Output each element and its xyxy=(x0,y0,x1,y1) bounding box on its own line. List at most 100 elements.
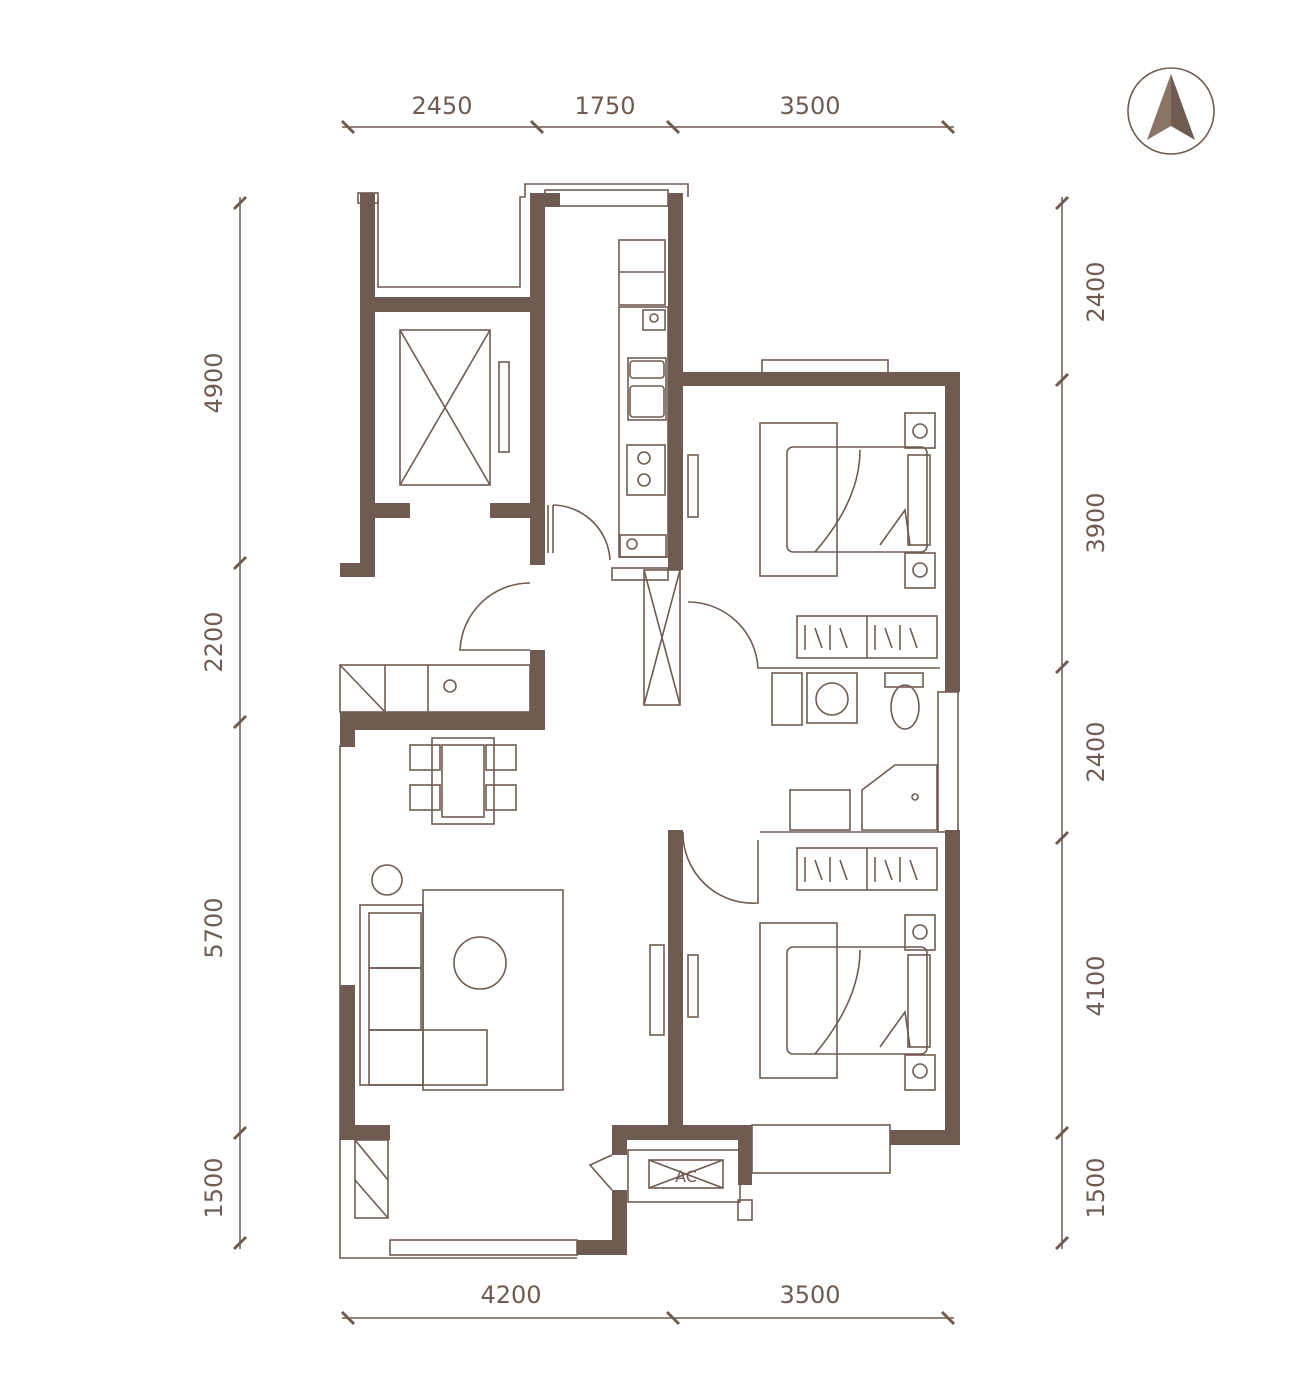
dim-label: 4200 xyxy=(480,1281,541,1309)
hangers xyxy=(804,857,918,882)
dining-area xyxy=(339,664,531,825)
sink-icon xyxy=(789,789,851,831)
stove-icon xyxy=(626,444,666,496)
wall xyxy=(668,830,683,1125)
dim-tick xyxy=(340,119,356,135)
chair xyxy=(409,784,441,811)
balcony-outline xyxy=(377,183,689,288)
wall xyxy=(340,712,355,747)
balcony-door xyxy=(588,1154,613,1191)
rug xyxy=(422,889,564,1091)
wall xyxy=(360,193,375,577)
dining-table xyxy=(431,737,495,825)
dim-tick xyxy=(232,1235,248,1251)
nightstand xyxy=(904,914,936,951)
pillow xyxy=(907,954,931,1048)
entry xyxy=(459,567,681,706)
shower-drain xyxy=(911,793,919,801)
dim-label: 2400 xyxy=(1082,721,1110,782)
tv-cabinet xyxy=(687,954,699,1018)
tv-cabinet xyxy=(649,944,665,1036)
dim-tick xyxy=(1054,372,1070,388)
dimension-top: 2450 1750 3500 xyxy=(340,92,956,135)
cabinet-diagonal xyxy=(339,664,386,713)
wall xyxy=(360,297,545,312)
chair xyxy=(485,784,517,811)
elevator-cross xyxy=(399,329,491,486)
compass-arrow-left xyxy=(1147,74,1171,140)
nightstand xyxy=(904,412,936,449)
wall xyxy=(945,372,960,692)
dim-tick xyxy=(232,714,248,730)
chair xyxy=(409,744,441,771)
lamp-icon xyxy=(912,924,928,940)
dim-label: 2450 xyxy=(411,92,472,120)
rug xyxy=(759,422,838,577)
shower-icon xyxy=(861,764,938,831)
door-swing xyxy=(682,831,759,904)
rug xyxy=(759,922,838,1079)
dimension-bottom: 4200 3500 xyxy=(340,1281,956,1326)
compass-circle xyxy=(1127,67,1215,155)
door-frame xyxy=(547,505,554,553)
washer-drum xyxy=(815,682,849,716)
bedroom-second xyxy=(682,831,938,1091)
sofa-chaise xyxy=(368,1029,488,1086)
toilet-tank xyxy=(884,672,924,688)
dim-label: 1750 xyxy=(574,92,635,120)
lamp-icon xyxy=(912,562,928,578)
dim-label: 4100 xyxy=(1082,955,1110,1016)
cabinet-cross xyxy=(643,569,681,706)
dim-tick xyxy=(340,1310,356,1326)
bathroom xyxy=(760,672,938,833)
dim-tick xyxy=(1054,659,1070,675)
lamp-icon xyxy=(912,423,928,439)
coffee-table xyxy=(453,936,507,990)
bathroom-window xyxy=(937,691,959,833)
cabinet xyxy=(642,309,666,331)
wall xyxy=(577,1240,627,1255)
burner xyxy=(637,473,651,487)
hangers xyxy=(804,625,918,650)
burner xyxy=(637,451,651,465)
dim-label: 2400 xyxy=(1082,261,1110,322)
entry-door-swing xyxy=(459,582,531,651)
sink-basin xyxy=(629,360,665,379)
washer-side xyxy=(771,672,803,726)
dim-tick xyxy=(1054,1235,1070,1251)
dim-tick xyxy=(665,1310,681,1326)
bedroom-master xyxy=(687,412,940,669)
ac-cross xyxy=(648,1159,724,1189)
wall xyxy=(375,503,410,518)
dim-tick xyxy=(665,119,681,135)
bed-icon xyxy=(786,446,928,553)
cabinet-diagonal xyxy=(354,1179,389,1219)
wall xyxy=(340,985,355,1125)
walls xyxy=(340,193,960,1255)
door-swing xyxy=(687,601,940,669)
living-window-outline xyxy=(339,745,577,1259)
wall xyxy=(530,193,545,565)
wall xyxy=(340,712,545,730)
dim-label: 3500 xyxy=(779,1281,840,1309)
counter xyxy=(618,306,669,558)
bedroom2-window-bay xyxy=(751,1124,891,1174)
wall xyxy=(945,830,960,1145)
dim-tick xyxy=(529,119,545,135)
wall xyxy=(612,1125,627,1155)
bed-blanket xyxy=(814,949,911,1055)
wall xyxy=(738,1125,752,1185)
wall xyxy=(612,1190,627,1255)
north-arrow-icon xyxy=(1127,67,1215,155)
sofa-cushion xyxy=(368,912,422,969)
kitchen-counter xyxy=(547,239,669,561)
threshold xyxy=(611,567,669,581)
dining-table-top xyxy=(441,744,485,818)
dim-tick xyxy=(232,555,248,571)
ac-label: AC xyxy=(675,1167,697,1186)
sink-basin xyxy=(629,385,665,418)
storage-cabinet xyxy=(354,1139,389,1219)
chair xyxy=(485,744,517,771)
drain-icon xyxy=(649,313,659,323)
